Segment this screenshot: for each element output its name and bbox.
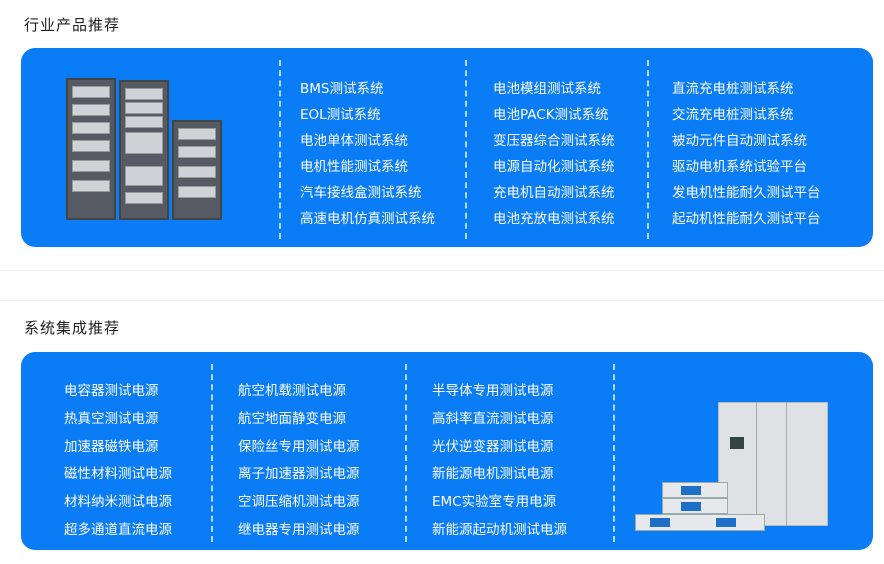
industry-product-link[interactable]: 发电机性能耐久测试平台 — [672, 185, 821, 201]
industry-product-link[interactable]: 电池PACK测试系统 — [493, 107, 609, 123]
industry-product-link[interactable]: EOL测试系统 — [300, 107, 381, 123]
rack-system-image — [66, 78, 226, 228]
industry-column-2: 电池模组测试系统电池PACK测试系统变压器综合测试系统电源自动化测试系统充电机自… — [493, 76, 615, 232]
integration-product-link[interactable]: 航空机载测试电源 — [238, 383, 346, 399]
industry-product-link[interactable]: 电源自动化测试系统 — [493, 159, 615, 175]
integration-product-link[interactable]: 光伏逆变器测试电源 — [432, 438, 554, 455]
integration-product-link[interactable]: 高斜率直流测试电源 — [432, 410, 554, 427]
industry-product-link[interactable]: 直流充电桩测试系统 — [672, 81, 794, 97]
industry-product-link[interactable]: 电池模组测试系统 — [493, 81, 601, 97]
integration-product-link[interactable]: 航空地面静变电源 — [238, 410, 346, 427]
integration-product-link[interactable]: 材料纳米测试电源 — [64, 494, 172, 511]
industry-product-link[interactable]: BMS测试系统 — [300, 81, 384, 97]
integration-product-link[interactable]: 离子加速器测试电源 — [238, 466, 360, 483]
integration-product-link[interactable]: 新能源电机测试电源 — [432, 466, 554, 483]
integration-product-link[interactable]: 继电器专用测试电源 — [238, 521, 360, 538]
integration-product-link[interactable]: 热真空测试电源 — [64, 410, 159, 427]
industry-column-3: 直流充电桩测试系统交流充电桩测试系统被动元件自动测试系统驱动电机系统试验平台发电… — [672, 76, 821, 232]
integration-product-link[interactable]: 保险丝专用测试电源 — [238, 438, 360, 455]
integration-column-3: 半导体专用测试电源高斜率直流测试电源光伏逆变器测试电源新能源电机测试电源 EMC实… — [432, 378, 567, 545]
industry-product-link[interactable]: 起动机性能耐久测试平台 — [672, 211, 821, 227]
industry-product-link[interactable]: 充电机自动测试系统 — [493, 185, 615, 201]
industry-product-link[interactable]: 电池充放电测试系统 — [493, 211, 615, 227]
industry-product-link[interactable]: 汽车接线盒测试系统 — [300, 185, 422, 201]
industry-product-link[interactable]: 电池单体测试系统 — [300, 133, 408, 149]
industry-column-1: BMS测试系统 EOL测试系统电池单体测试系统电机性能测试系统汽车接线盒测试系统高… — [300, 76, 435, 232]
industry-product-link[interactable]: 交流充电桩测试系统 — [672, 107, 794, 123]
industry-product-link[interactable]: 驱动电机系统试验平台 — [672, 159, 807, 175]
section-title-integration: 系统集成推荐 — [24, 319, 121, 337]
industry-product-link[interactable]: 电机性能测试系统 — [300, 159, 408, 175]
integration-product-link[interactable]: 半导体专用测试电源 — [432, 383, 554, 399]
industry-product-link[interactable]: 变压器综合测试系统 — [493, 133, 615, 149]
system-integration-card: 电容器测试电源热真空测试电源加速器磁铁电源磁性材料测试电源材料纳米测试电源超多通… — [21, 352, 873, 550]
integration-product-link[interactable]: 新能源起动机测试电源 — [432, 521, 567, 538]
integration-column-2: 航空机载测试电源航空地面静变电源保险丝专用测试电源离子加速器测试电源空调压缩机测… — [238, 378, 360, 545]
integration-product-link[interactable]: 加速器磁铁电源 — [64, 438, 159, 455]
integration-product-link[interactable]: 超多通道直流电源 — [64, 521, 172, 538]
integration-column-1: 电容器测试电源热真空测试电源加速器磁铁电源磁性材料测试电源材料纳米测试电源超多通… — [64, 378, 172, 545]
industry-products-card: BMS测试系统 EOL测试系统电池单体测试系统电机性能测试系统汽车接线盒测试系统高… — [21, 48, 873, 247]
integration-product-link[interactable]: EMC实验室专用电源 — [432, 494, 557, 511]
section-title-industry: 行业产品推荐 — [24, 16, 121, 34]
industry-product-link[interactable]: 被动元件自动测试系统 — [672, 133, 807, 149]
industry-product-link[interactable]: 高速电机仿真测试系统 — [300, 211, 435, 227]
integration-product-link[interactable]: 空调压缩机测试电源 — [238, 494, 360, 511]
integration-product-link[interactable]: 磁性材料测试电源 — [64, 466, 172, 483]
power-supply-image — [631, 390, 831, 531]
integration-product-link[interactable]: 电容器测试电源 — [64, 383, 159, 399]
